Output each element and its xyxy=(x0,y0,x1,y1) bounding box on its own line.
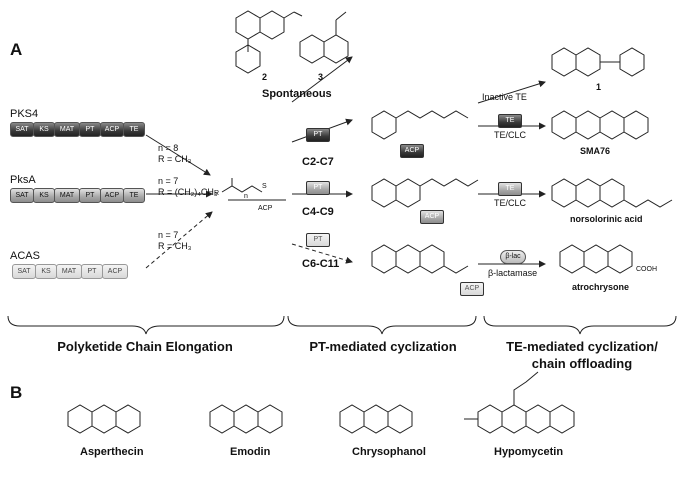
product-name-sma76: SMA76 xyxy=(580,146,611,156)
intermediate-acp: ACP xyxy=(258,205,273,212)
structure-c6c11-intermediate xyxy=(371,244,469,274)
label-c2-c7: C2-C7 xyxy=(302,156,334,168)
structure-c4c9-intermediate xyxy=(371,178,479,208)
domain-pt: PT xyxy=(81,264,103,279)
phase-label-te-line-1: TE-mediated cyclization/ xyxy=(506,339,658,354)
label-te-clc: TE/CLC xyxy=(494,198,527,208)
domain-acp: ACP xyxy=(100,122,124,137)
product-name-norsolorinic-acid: norsolorinic acid xyxy=(570,214,643,224)
structure-c2c7-intermediate xyxy=(371,110,469,140)
intermediate-s: S xyxy=(262,183,267,190)
arrow-inactive-te xyxy=(477,80,546,104)
acp-tag: ACP xyxy=(420,210,444,224)
structure-compound-3 xyxy=(299,11,349,64)
domain-sat: SAT xyxy=(12,264,36,279)
panel-label-a: A xyxy=(10,40,23,59)
domain-sat: SAT xyxy=(10,188,34,203)
domain-ks: KS xyxy=(33,122,55,137)
product-name-atrochrysone: atrochrysone xyxy=(572,282,630,292)
domain-te: TE xyxy=(123,122,145,137)
condition-pksa-n: n = 7 xyxy=(158,176,179,186)
label-c6-c11: C6-C11 xyxy=(302,258,340,270)
brace-pt xyxy=(287,315,477,335)
pt-domain-tag: PT xyxy=(306,128,330,142)
arrow-c6c11 xyxy=(291,243,353,264)
structure-emodin xyxy=(209,404,283,434)
domain-ks: KS xyxy=(33,188,55,203)
compound-name-asperthecin: Asperthecin xyxy=(80,446,144,458)
intermediate-r: R xyxy=(214,190,220,197)
enzyme-name-pksa: PksA xyxy=(10,174,36,186)
phase-label-te-line-2: chain offloading xyxy=(531,356,633,371)
arrow-spontaneous xyxy=(291,56,353,103)
domain-sat: SAT xyxy=(10,122,34,137)
compound-number-1: 1 xyxy=(596,82,602,92)
domain-acp: ACP xyxy=(100,188,124,203)
atom-cooh: COOH xyxy=(636,266,657,273)
structure-asperthecin xyxy=(67,404,141,434)
brace-elongation xyxy=(7,315,285,335)
structure-sma76 xyxy=(551,110,649,140)
compound-name-hypomycetin: Hypomycetin xyxy=(494,446,564,458)
domain-pt: PT xyxy=(79,188,101,203)
phase-label-te-cyclization: TE-mediated cyclization/ chain offloadin… xyxy=(484,338,680,372)
domain-pt: PT xyxy=(79,122,101,137)
structure-compound-1 xyxy=(551,47,645,77)
intermediate-n: n xyxy=(244,193,248,200)
domain-ks: KS xyxy=(35,264,57,279)
structure-norsolorinic-acid xyxy=(551,178,673,208)
label-beta-lactamase: β-lactamase xyxy=(488,268,538,278)
pt-domain-tag: PT xyxy=(306,181,330,195)
acp-tag: ACP xyxy=(460,282,484,296)
condition-pks4-n: n = 8 xyxy=(158,143,179,153)
arrow-pks4 xyxy=(145,134,211,176)
compound-number-2: 2 xyxy=(262,72,268,82)
label-te-clc: TE/CLC xyxy=(494,130,527,140)
condition-acas-r: R = CH₃ xyxy=(158,241,192,251)
brace-te xyxy=(483,315,677,335)
domain-mat: MAT xyxy=(54,188,80,203)
label-spontaneous: Spontaneous xyxy=(262,88,332,100)
pt-domain-tag: PT xyxy=(306,233,330,247)
label-c4-c9: C4-C9 xyxy=(302,206,334,218)
panel-label-b: B xyxy=(10,383,23,402)
phase-label-pt-cyclization: PT-mediated cyclization xyxy=(309,339,457,354)
te-domain-tag: TE xyxy=(498,114,522,128)
phase-label-elongation: Polyketide Chain Elongation xyxy=(57,339,233,354)
te-domain-tag: TE xyxy=(498,182,522,196)
acp-tag: ACP xyxy=(400,144,424,158)
structure-chrysophanol xyxy=(339,404,413,434)
label-inactive-te: Inactive TE xyxy=(482,92,527,102)
domain-te: TE xyxy=(123,188,145,203)
structure-polyketide-intermediate xyxy=(221,178,286,201)
enzyme-name-pks4: PKS4 xyxy=(10,108,39,120)
compound-number-3: 3 xyxy=(318,72,324,82)
domain-mat: MAT xyxy=(54,122,80,137)
condition-acas-n: n = 7 xyxy=(158,230,179,240)
structure-atrochrysone xyxy=(559,244,633,274)
domain-mat: MAT xyxy=(56,264,82,279)
structure-hypomycetin xyxy=(464,371,575,434)
structure-compound-2 xyxy=(235,10,303,74)
beta-lactamase-tag: β-lac xyxy=(500,250,526,264)
arrow-acas xyxy=(145,211,213,269)
enzyme-name-acas: ACAS xyxy=(10,250,40,262)
compound-name-chrysophanol: Chrysophanol xyxy=(352,446,426,458)
condition-pksa-r: R = (CH₂)₄CH₃ xyxy=(158,187,218,197)
domain-acp: ACP xyxy=(102,264,128,279)
condition-pks4-r: R = CH₃ xyxy=(158,154,192,164)
compound-name-emodin: Emodin xyxy=(230,446,271,458)
